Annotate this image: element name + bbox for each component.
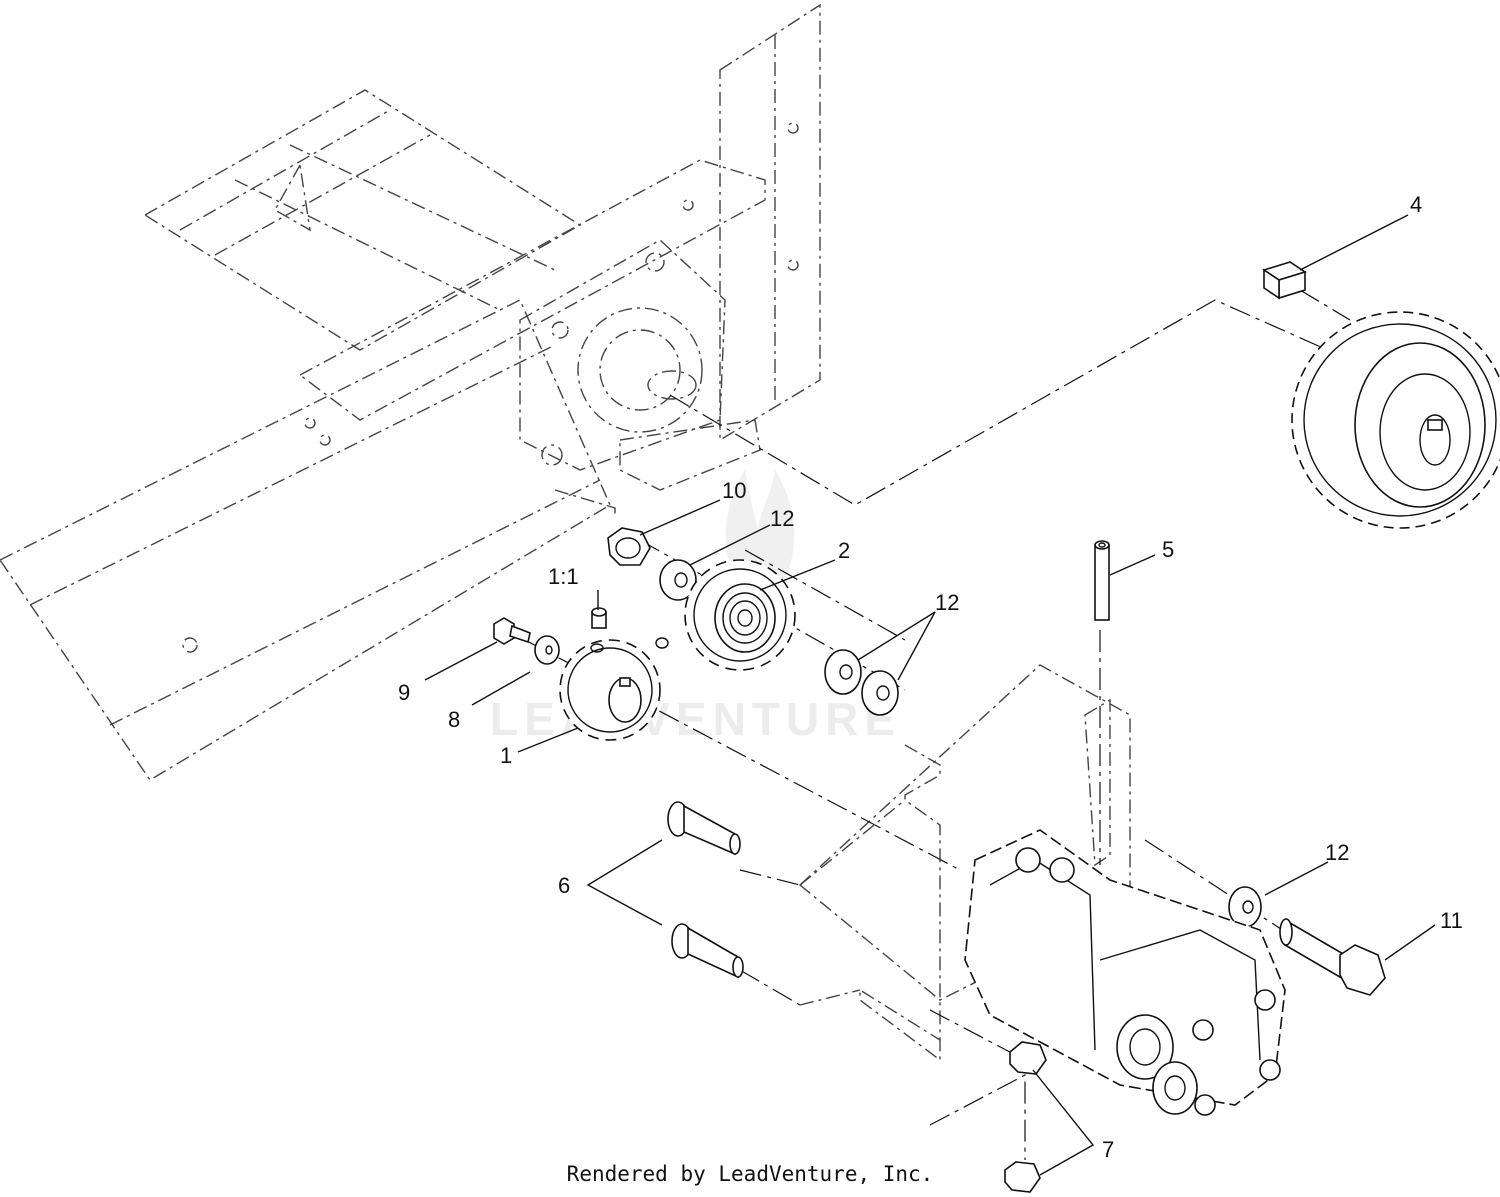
callout-12-upper: 12 bbox=[770, 506, 794, 531]
callout-1: 1 bbox=[500, 743, 512, 768]
part-12-washer-pair bbox=[824, 649, 899, 716]
part-1-drive-sprocket bbox=[559, 637, 669, 741]
phantom-frame bbox=[0, 3, 821, 781]
large-sprocket bbox=[1291, 311, 1500, 529]
callout-11: 11 bbox=[1440, 908, 1463, 933]
phantom-motor-bracket bbox=[798, 664, 1131, 1062]
watermark-text: LEADVENTURE bbox=[490, 693, 901, 745]
part-1-1-set-screw bbox=[591, 607, 607, 629]
callout-5: 5 bbox=[1162, 537, 1174, 562]
callout-1-1: 1:1 bbox=[548, 564, 579, 589]
footer-credit: Rendered by LeadVenture, Inc. bbox=[566, 1162, 934, 1186]
callout-9: 9 bbox=[398, 680, 410, 705]
part-8-washer bbox=[534, 635, 560, 665]
callout-12-lower: 12 bbox=[1325, 840, 1349, 865]
callout-2: 2 bbox=[838, 538, 850, 563]
part-2-idler-sprocket bbox=[684, 559, 796, 671]
part-7-nut-upper bbox=[1009, 1041, 1047, 1075]
callout-12-pair: 12 bbox=[935, 590, 959, 615]
callout-8: 8 bbox=[448, 707, 460, 732]
callout-6: 6 bbox=[558, 873, 570, 898]
part-5-pin bbox=[1094, 540, 1110, 621]
part-4-key bbox=[1262, 261, 1307, 300]
callout-7: 7 bbox=[1102, 1137, 1114, 1162]
part-9-bolt bbox=[493, 617, 531, 645]
part-6-clevis-pin-lower bbox=[671, 923, 744, 979]
part-12-washer-upper bbox=[659, 559, 697, 601]
part-11-hex-bolt bbox=[1279, 918, 1386, 996]
callout-10: 10 bbox=[722, 478, 746, 503]
callout-labels: 4 5 2 10 12 12 1:1 9 8 1 12 11 6 7 bbox=[398, 192, 1463, 1162]
part-6-clevis-pin-upper bbox=[667, 801, 741, 856]
part-12-washer-lower bbox=[1228, 886, 1262, 928]
hydraulic-motor bbox=[964, 829, 1286, 1116]
callout-4: 4 bbox=[1410, 192, 1422, 217]
part-10-nut bbox=[607, 527, 651, 566]
leader-lines bbox=[424, 214, 1436, 1176]
part-7-nut-lower bbox=[1004, 1161, 1041, 1193]
